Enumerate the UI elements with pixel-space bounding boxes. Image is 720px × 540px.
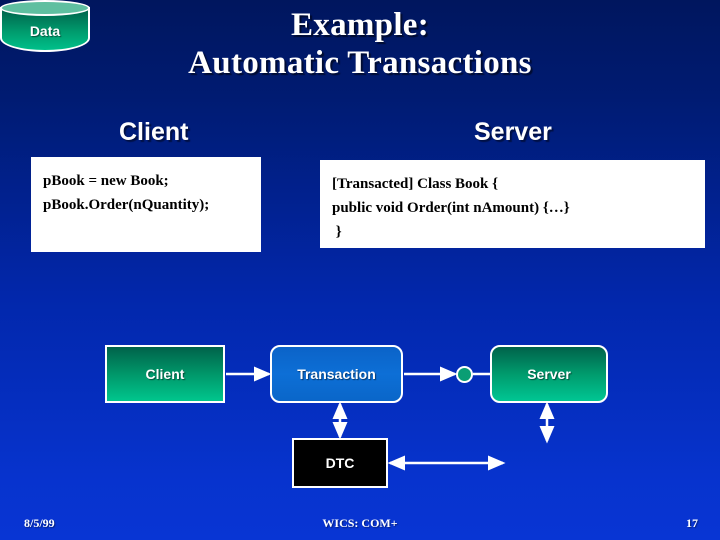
database-cylinder-icon	[0, 7, 90, 52]
diagram-node-transaction-label: Transaction	[297, 366, 376, 382]
diagram-node-client[interactable]: Client	[105, 345, 225, 403]
footer-date: 8/5/99	[24, 516, 55, 530]
server-code-line-1: [Transacted] Class Book {	[332, 176, 499, 192]
interface-lollipop-icon	[456, 366, 473, 383]
diagram-node-server[interactable]: Server	[490, 345, 608, 403]
client-code-box: pBook = new Book; pBook.Order(nQuantity)…	[31, 157, 261, 252]
client-code-line-2: pBook.Order(nQuantity);	[43, 197, 210, 213]
diagram-node-transaction[interactable]: Transaction	[270, 345, 403, 403]
diagram-node-dtc[interactable]: DTC	[292, 438, 388, 488]
title-line-1: Example:	[290, 7, 430, 43]
diagram-node-client-label: Client	[145, 366, 185, 382]
diagram-node-dtc-label: DTC	[325, 455, 355, 471]
server-code-line-3: }	[332, 224, 342, 240]
footer-center-text: WICS: COM+	[322, 516, 398, 530]
client-column-heading: Client	[119, 118, 189, 146]
diagram-node-server-label: Server	[527, 366, 571, 382]
diagram-node-data[interactable]: Data	[0, 0, 90, 52]
database-cylinder-top-icon	[0, 0, 90, 16]
client-code-line-1: pBook = new Book;	[43, 173, 169, 189]
diagram-node-data-label: Data	[29, 23, 61, 39]
page-title: Example: Automatic Transactions	[0, 6, 720, 82]
server-code-box: [Transacted] Class Book { public void Or…	[320, 160, 705, 248]
server-column-heading: Server	[474, 118, 552, 146]
footer-page-number: 17	[686, 516, 698, 530]
title-line-2: Automatic Transactions	[188, 45, 532, 81]
server-code-line-2: public void Order(int nAmount) {…}	[332, 200, 570, 216]
